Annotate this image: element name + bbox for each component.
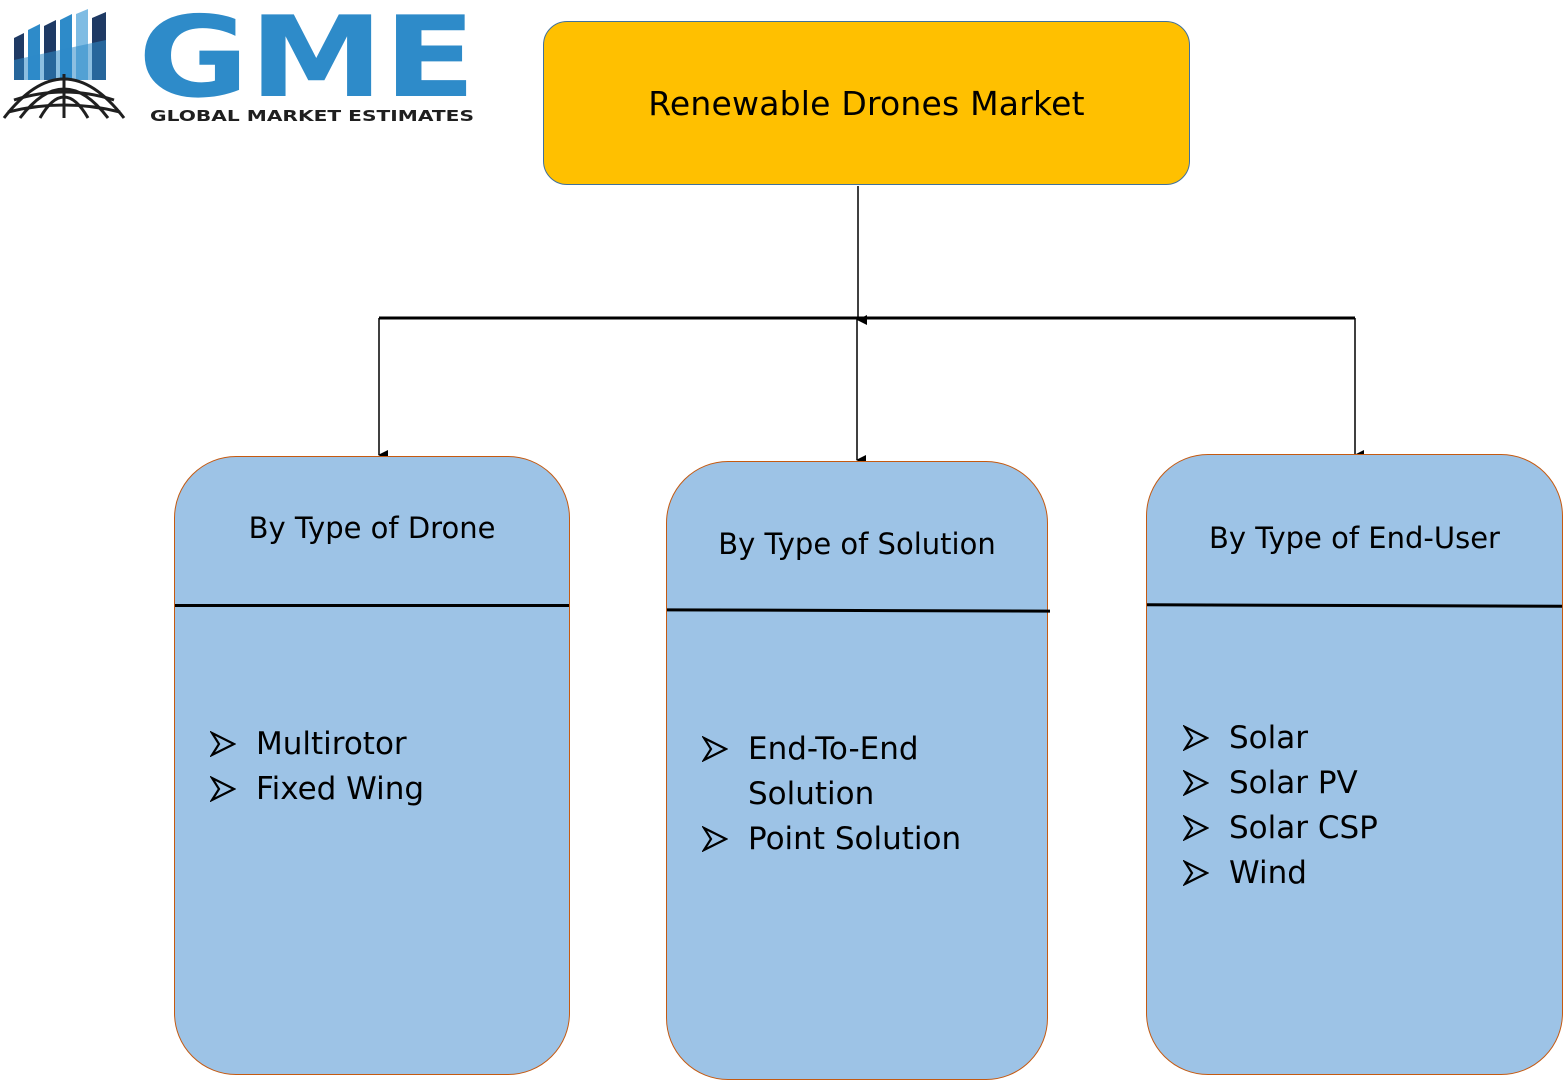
logo-skyline-icon — [14, 9, 106, 80]
branch-connectors — [378, 318, 1364, 465]
arrow-bullet-icon — [702, 826, 728, 852]
arrow-bullet-icon — [210, 731, 236, 757]
category-items: End-To-End Solution Point Solution — [702, 727, 1022, 862]
arrow-bullet-icon — [702, 736, 728, 762]
root-title: Renewable Drones Market — [648, 83, 1085, 123]
list-item: Point Solution — [702, 817, 1022, 862]
logo-tagline: GLOBAL MARKET ESTIMATES — [150, 107, 474, 125]
logo-globe-icon — [2, 74, 126, 119]
category-divider — [666, 608, 1051, 613]
list-item: Fixed Wing — [210, 767, 424, 812]
category-type-of-end-user: By Type of End-User Solar Solar PV Solar… — [1146, 454, 1563, 1075]
list-item: Solar — [1183, 716, 1378, 761]
category-heading: By Type of Drone — [248, 511, 496, 545]
list-item: Solar CSP — [1183, 806, 1378, 851]
category-type-of-solution: By Type of Solution End-To-End Solution … — [666, 461, 1051, 1080]
gme-logo: GME GLOBAL MARKET ESTIMATES — [2, 0, 476, 125]
category-heading: By Type of Solution — [718, 527, 996, 561]
arrow-bullet-icon — [210, 776, 236, 802]
arrow-bullet-icon — [1183, 770, 1209, 796]
arrow-bullet-icon — [1183, 860, 1209, 886]
category-divider — [1146, 603, 1563, 608]
root-node: Renewable Drones Market — [543, 21, 1190, 185]
category-heading: By Type of End-User — [1209, 521, 1500, 555]
category-items: Multirotor Fixed Wing — [210, 722, 424, 812]
list-item: End-To-End Solution — [702, 727, 1022, 817]
arrow-bullet-icon — [1183, 815, 1209, 841]
arrow-bullet-icon — [1183, 725, 1209, 751]
list-item: Wind — [1183, 851, 1378, 896]
logo-letters: GME — [138, 0, 476, 123]
category-type-of-drone: By Type of Drone Multirotor Fixed Wing — [174, 456, 570, 1075]
list-item: Solar PV — [1183, 761, 1378, 806]
category-items: Solar Solar PV Solar CSP Wind — [1183, 716, 1378, 896]
list-item: Multirotor — [210, 722, 424, 767]
category-divider — [175, 604, 569, 607]
